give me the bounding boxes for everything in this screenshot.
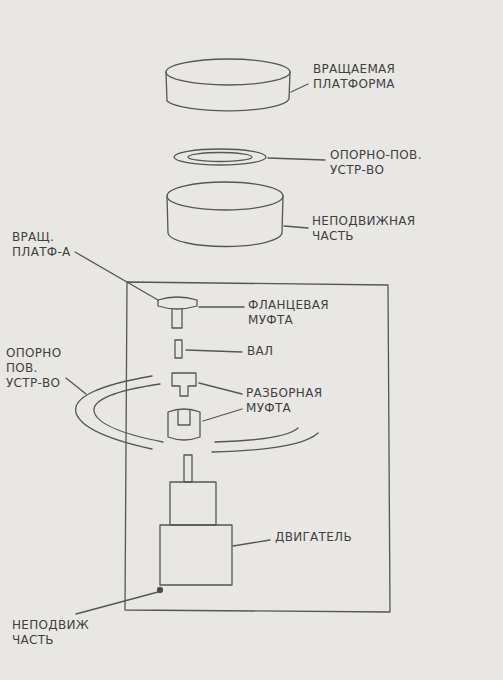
flange-stem (172, 309, 182, 328)
coupling-half-upper (172, 373, 196, 396)
callout-label: ВАЛ (247, 344, 307, 359)
flange-coupling (158, 297, 197, 309)
callout-label: НЕПОДВИЖ ЧАСТЬ (12, 618, 102, 648)
part-label: ВРАЩАЕМАЯ ПЛАТФОРМА (313, 62, 413, 92)
motor-shaft (184, 455, 192, 482)
callout-label: РАЗБОРНАЯ МУФТА (246, 386, 346, 416)
fixed-part-body (167, 196, 283, 247)
platform-body (166, 72, 290, 111)
platform-top (166, 59, 290, 85)
fixed-part-top (167, 182, 283, 210)
leader-line (199, 306, 244, 307)
leader-line (268, 158, 325, 160)
leader-line (76, 592, 158, 614)
leader-line (66, 378, 86, 394)
coupling-half-lower (168, 409, 200, 440)
bearing-ring (174, 149, 266, 165)
callout-label: ДВИГАТЕЛЬ (275, 530, 385, 545)
bearing-ring-inner (188, 153, 252, 162)
part-label: НЕПОДВИЖНАЯ ЧАСТЬ (312, 214, 432, 244)
motor-upper (170, 482, 216, 525)
leader-line (291, 84, 308, 92)
leader-line (284, 226, 308, 228)
bearing-arc (215, 428, 298, 442)
callout-label: ВРАЩ. ПЛАТФ-А (12, 230, 76, 260)
part-label: ОПОРНО-ПОВ. УСТР-ВО (330, 148, 430, 178)
motor-body (160, 525, 232, 585)
leader-line (186, 350, 242, 352)
detail-frame (125, 282, 390, 612)
leader-line (233, 540, 270, 546)
callout-label: ФЛАНЦЕВАЯ МУФТА (248, 298, 348, 328)
leader-line (199, 383, 242, 394)
bearing-arc (212, 433, 318, 452)
coupling-slot (178, 410, 190, 425)
bearing-arc (94, 384, 163, 442)
shaft (175, 340, 182, 358)
leader-line (75, 252, 158, 300)
callout-label: ОПОРНО ПОВ. УСТР-ВО (6, 346, 68, 391)
bearing-arc (76, 376, 152, 449)
leader-line (203, 409, 242, 421)
